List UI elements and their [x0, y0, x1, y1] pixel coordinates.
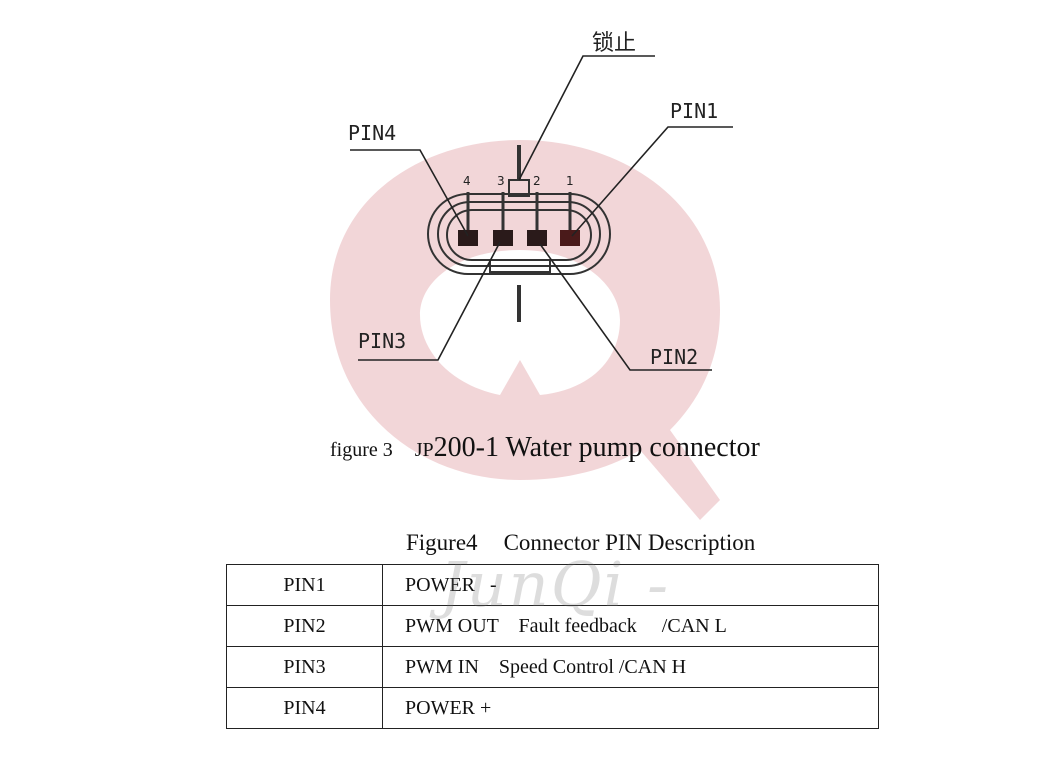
pin-cell: PIN4 — [226, 687, 383, 729]
pin4-label: PIN4 — [348, 121, 396, 145]
figure3-prefix: figure 3 — [330, 439, 393, 461]
pin-number-1: 1 — [566, 174, 574, 188]
pin-description-table: PIN1 POWER - PIN2 PWM OUT Fault feedback… — [226, 564, 879, 729]
pin3-terminal — [493, 230, 513, 246]
description-cell: PWM OUT Fault feedback /CAN L — [382, 605, 879, 647]
pin3-label: PIN3 — [358, 329, 406, 353]
pin1-terminal — [560, 230, 580, 246]
description-cell: POWER - — [382, 564, 879, 606]
table-row: PIN2 PWM OUT Fault feedback /CAN L — [226, 605, 879, 647]
description-cell: PWM IN Speed Control /CAN H — [382, 646, 879, 688]
figure3-caption: figure 3 JP200-1 Water pump connector — [330, 432, 760, 464]
pin-number-4: 4 — [463, 174, 471, 188]
pin2-label: PIN2 — [650, 345, 698, 369]
figure4-title: Connector PIN Description — [503, 530, 756, 555]
description-cell: POWER + — [382, 687, 879, 729]
pin-cell: PIN1 — [226, 564, 383, 606]
pin4-terminal — [458, 230, 478, 246]
figure3-title: 200-1 Water pump connector — [433, 432, 760, 463]
table-row: PIN4 POWER + — [226, 687, 879, 729]
table-row: PIN1 POWER - — [226, 564, 879, 606]
connector-diagram: 4 3 2 1 锁止 PIN1 PIN4 PIN3 PIN2 — [348, 31, 733, 371]
figure3-model-prefix: JP — [414, 439, 434, 461]
lock-label: 锁止 — [592, 31, 636, 56]
figure4-label: Figure4 — [406, 530, 478, 555]
pin-number-2: 2 — [533, 174, 541, 188]
pin-cell: PIN3 — [226, 646, 383, 688]
figure4-caption: Figure4 Connector PIN Description — [406, 530, 755, 556]
pin2-terminal — [527, 230, 547, 246]
pin-cell: PIN2 — [226, 605, 383, 647]
pin1-label: PIN1 — [670, 99, 718, 123]
pin-number-3: 3 — [497, 174, 505, 188]
table-row: PIN3 PWM IN Speed Control /CAN H — [226, 646, 879, 688]
